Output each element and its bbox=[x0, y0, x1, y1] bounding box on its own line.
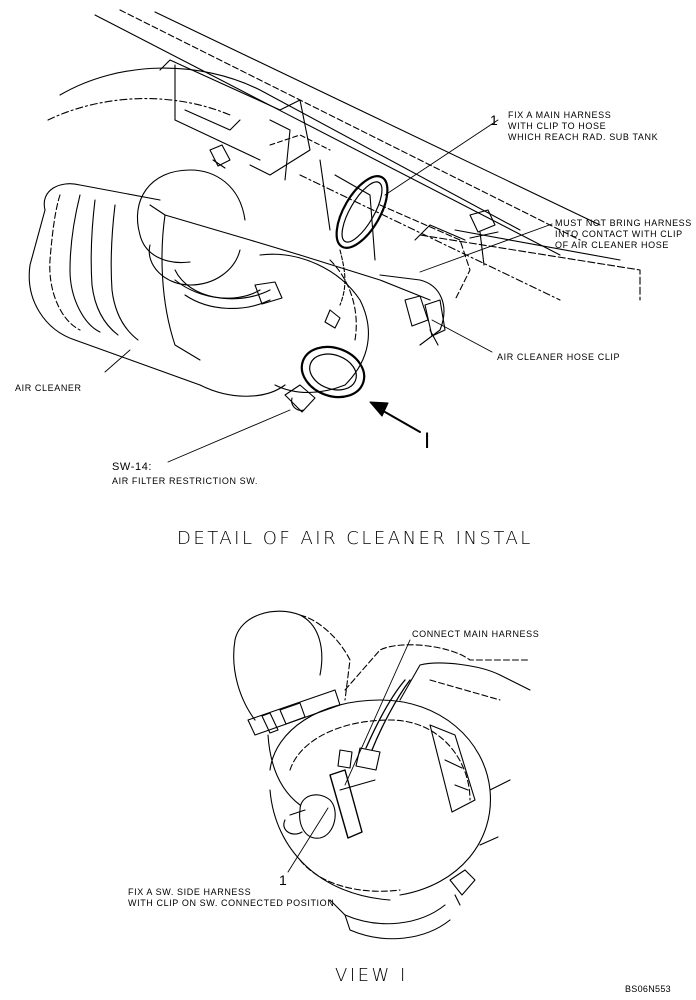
callout-number-sw-side: 1 bbox=[279, 872, 287, 888]
callout-number-main-harness: 1 bbox=[490, 112, 498, 128]
callout-contact-line-2: INTO CONTACT WITH CLIP bbox=[555, 229, 683, 239]
callout-contact-line-1: MUST NOT BRING HARNESS bbox=[555, 218, 692, 228]
figure-code: BS06N553 bbox=[625, 984, 671, 994]
view-i-drawing bbox=[233, 610, 531, 940]
top-assembly-drawing bbox=[28, 9, 641, 463]
switch-desc-label: AIR FILTER RESTRICTION SW. bbox=[112, 476, 258, 486]
callout-main-harness-line-1: FIX A MAIN HARNESS bbox=[508, 110, 612, 120]
top-diagram-title: DETAIL OF AIR CLEANER INSTAL bbox=[177, 528, 533, 549]
callout-contact-line-3: OF AIR CLEANER HOSE bbox=[555, 240, 669, 250]
view-i-title: VIEW I bbox=[335, 965, 408, 986]
callout-main-harness-line-2: WITH CLIP TO HOSE bbox=[508, 121, 607, 131]
switch-code-label: SW-14: bbox=[112, 461, 153, 473]
callout-sw-side-line-1: FIX A SW. SIDE HARNESS bbox=[128, 887, 252, 897]
connect-main-harness-label: CONNECT MAIN HARNESS bbox=[412, 629, 540, 639]
air-cleaner-label: AIR CLEANER bbox=[15, 383, 82, 393]
hose-clip-label: AIR CLEANER HOSE CLIP bbox=[497, 352, 621, 362]
view-marker-label: I bbox=[424, 428, 431, 453]
callout-sw-side-line-2: WITH CLIP ON SW. CONNECTED POSITION bbox=[128, 898, 335, 908]
callout-main-harness-line-3: WHICH REACH RAD. SUB TANK bbox=[508, 132, 659, 142]
